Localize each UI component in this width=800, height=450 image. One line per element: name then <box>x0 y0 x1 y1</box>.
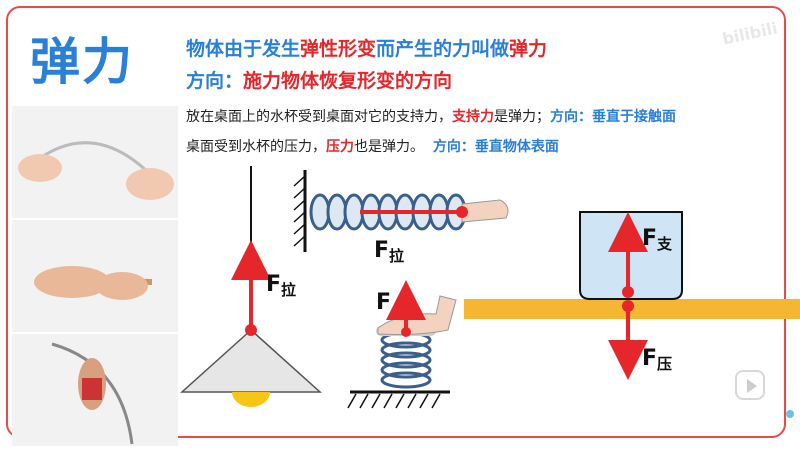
pressure-force-symbol: F <box>642 346 658 371</box>
spring-force-subscript: 拉 <box>389 247 405 265</box>
photo-column <box>12 106 178 448</box>
line2-blue: 方向：垂直物体表面 <box>432 139 559 155</box>
lamp-tension-arrow <box>231 240 271 336</box>
pressure-force-line: 桌面受到水杯的压力，压力也是弹力。 方向：垂直物体表面 <box>186 136 559 156</box>
direction-line: 方向：施力物体恢复形变的方向 <box>186 66 452 93</box>
support-force-subscript: 支 <box>657 235 673 253</box>
pressure-force-arrow <box>608 300 648 380</box>
spring-force-symbol: F <box>374 238 390 263</box>
direction-prefix: 方向： <box>186 70 244 92</box>
slingshot-photo <box>12 220 178 332</box>
definition-line: 物体由于发生弹性形变而产生的力叫做弹力 <box>186 34 547 61</box>
line2-red: 压力 <box>326 139 354 155</box>
support-force-symbol: F <box>642 226 658 251</box>
pressure-force-label: F压 <box>642 346 672 374</box>
ground <box>347 390 450 409</box>
press-force-label: F <box>376 290 391 315</box>
spring-force-label: F拉 <box>374 238 404 266</box>
line2-text1: 桌面受到水杯的压力， <box>186 139 326 155</box>
line1-text2: 是弹力； <box>494 109 550 125</box>
direction-text: 施力物体恢复形变的方向 <box>243 70 453 92</box>
pole-vault-photo <box>12 334 178 446</box>
slide-title: 弹力 <box>30 33 134 91</box>
water-cup <box>579 211 683 300</box>
scroll-indicator[interactable] <box>786 410 794 418</box>
line1-red: 支持力 <box>452 109 494 125</box>
line2-text2: 也是弹力。 <box>354 139 424 155</box>
definition-part1: 物体由于发生 <box>186 38 301 60</box>
support-force-line: 放在桌面上的水杯受到桌面对它的支持力，支持力是弹力；方向：垂直于接触面 <box>186 106 676 126</box>
definition-highlight2: 弹力 <box>509 38 548 60</box>
line1-text1: 放在桌面上的水杯受到桌面对它的支持力， <box>186 109 452 125</box>
line1-blue: 方向：垂直于接触面 <box>550 109 676 125</box>
press-force-symbol: F <box>376 290 392 315</box>
support-force-label: F支 <box>642 226 672 254</box>
definition-highlight1: 弹性形变 <box>300 38 377 60</box>
lamp-force-symbol: F <box>266 272 282 297</box>
support-force-arrow <box>608 212 648 298</box>
pulling-hand <box>461 199 509 223</box>
press-force-arrow <box>386 280 426 337</box>
lamp-force-label: F拉 <box>266 272 296 300</box>
lamp-force-subscript: 拉 <box>281 281 297 299</box>
play-icon[interactable] <box>735 370 765 400</box>
spring-tension-arrow <box>360 206 468 218</box>
wall <box>293 170 307 252</box>
definition-part2: 而产生的力叫做 <box>376 38 510 60</box>
pressure-force-subscript: 压 <box>657 355 673 373</box>
slide-frame <box>6 6 786 438</box>
bent-ruler-photo <box>12 106 178 218</box>
